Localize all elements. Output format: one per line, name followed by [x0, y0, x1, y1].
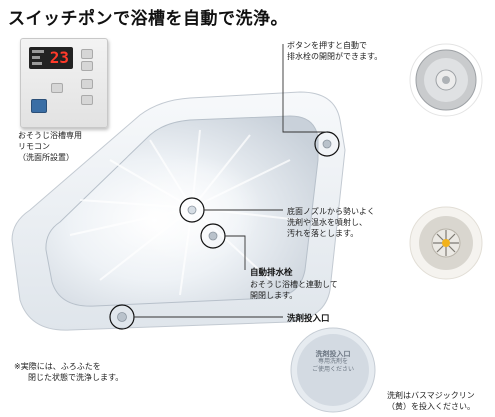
callout-line-text: 洗剤や温水を噴射し、 — [287, 218, 367, 227]
detergent-inlet-cap-photo — [290, 327, 376, 413]
remote-up-button — [81, 49, 93, 59]
remote-button — [81, 79, 93, 89]
page-title: スイッチポンで浴槽を自動で洗浄。 — [8, 9, 288, 29]
detergent-note-line: （黄）を投入ください。 — [387, 402, 475, 411]
bath-remote-control: 23 — [20, 38, 108, 128]
remote-button — [51, 83, 63, 93]
footnote-line: ※実際には、ふろふたを — [14, 362, 101, 371]
inlet-cap-text: 専用洗剤を — [317, 358, 348, 365]
callout-line-button — [282, 44, 327, 133]
callout-line-text: ボタンを押すと自動で — [287, 41, 367, 50]
overflow-button-mark — [322, 139, 332, 149]
bath-clean-button — [31, 99, 47, 113]
callout-line-text: 汚れを落とします。 — [287, 229, 359, 238]
callout-button-text: ボタンを押すと自動で 排水栓の開閉ができます。 — [287, 40, 382, 62]
inlet-mark — [117, 312, 127, 322]
drain-button-photo — [409, 43, 483, 117]
callout-drain: 自動排水栓 おそうじ浴槽と連動して 開閉します。 — [250, 266, 338, 301]
remote-display-digits: 23 — [49, 48, 69, 67]
remote-down-button — [81, 61, 93, 71]
remote-caption: おそうじ浴槽専用 リモコン （洗面所設置） — [18, 130, 82, 163]
nozzle-mark — [187, 205, 197, 215]
callout-nozzle-text: 底面ノズルから勢いよく 洗剤や温水を噴射し、 汚れを落とします。 — [287, 206, 375, 239]
remote-caption-line: （洗面所設置） — [18, 153, 74, 162]
remote-caption-line: おそうじ浴槽専用 — [18, 131, 82, 140]
callout-line-text: おそうじ浴槽と連動して — [250, 280, 338, 289]
inlet-cap-text: 洗剤投入口 — [315, 350, 351, 358]
footnote: ※実際には、ふろふたを 閉じた状態で洗浄します。 — [14, 361, 123, 383]
nozzle-photo — [409, 206, 483, 280]
remote-caption-line: リモコン — [18, 142, 50, 151]
callout-inlet-title: 洗剤投入口 — [287, 314, 330, 324]
callout-line-text: 開閉します。 — [250, 291, 298, 300]
inlet-cap-text: ご使用ください — [311, 366, 354, 373]
drain-mark — [208, 231, 218, 241]
inlet-cap-label: 洗剤投入口 専用洗剤を ご使用ください — [309, 350, 357, 374]
detergent-note: 洗剤はバスマジックリン （黄）を投入ください。 — [387, 390, 475, 412]
callout-line-text: 排水栓の開閉ができます。 — [287, 52, 383, 61]
bathtub — [11, 91, 346, 331]
callout-line-text: 底面ノズルから勢いよく — [287, 207, 375, 216]
remote-button — [81, 95, 93, 105]
detergent-note-line: 洗剤はバスマジックリン — [387, 391, 475, 400]
remote-display: 23 — [29, 47, 73, 69]
footnote-line: 閉じた状態で洗浄します。 — [28, 373, 124, 382]
callout-line-drain — [225, 235, 246, 270]
callout-drain-title: 自動排水栓 — [250, 268, 293, 278]
